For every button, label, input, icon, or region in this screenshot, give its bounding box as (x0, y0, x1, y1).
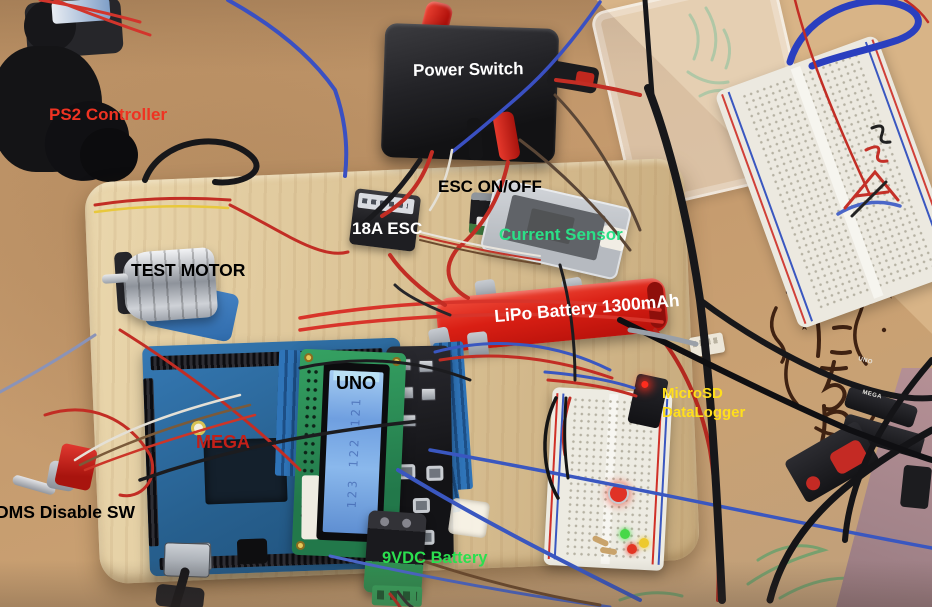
label-test-motor: TEST MOTOR (131, 260, 246, 280)
desk-shadow (0, 560, 932, 607)
yellow-led (639, 538, 649, 548)
blue-object (51, 0, 111, 24)
label-mega: MEGA (196, 432, 250, 452)
black-connector (466, 117, 484, 161)
tactile-button (412, 497, 431, 514)
tactile-button (426, 465, 444, 481)
pad (420, 387, 437, 401)
motor-shaft (101, 273, 129, 284)
pad (418, 359, 434, 374)
label-ps2-controller: PS2 Controller (49, 105, 168, 124)
red-led (627, 544, 637, 554)
label-uno: UNO (336, 373, 376, 393)
screw (303, 352, 314, 363)
label-esc-on-off: ESC ON/OFF (438, 177, 542, 196)
green-led (620, 529, 630, 539)
label-18a-esc: 18A ESC (352, 219, 423, 238)
red-led (608, 483, 629, 504)
label-current-sensor: Current Sensor (499, 225, 623, 244)
zip-tie-mount (447, 497, 491, 539)
label-dms-disable-sw: DMS Disable SW (0, 502, 136, 522)
label-9vdc-battery: 9VDC Battery (382, 549, 488, 567)
label-microsd-datalogger: MicroSD DataLogger (662, 384, 745, 422)
status-led (640, 380, 650, 389)
laptop-port (899, 464, 932, 510)
label-microsd-line2: DataLogger (662, 404, 746, 421)
test-motor (121, 246, 219, 324)
label-microsd-line1: MicroSD (662, 385, 723, 402)
lcd-reading: 123 122 121 (344, 395, 364, 509)
screw (295, 540, 306, 551)
esc-sticker (357, 192, 415, 215)
metal-clamp (466, 331, 490, 359)
ps2-controller-grip (80, 128, 138, 182)
screw (391, 356, 402, 367)
label-power-switch: Power Switch (412, 59, 524, 80)
